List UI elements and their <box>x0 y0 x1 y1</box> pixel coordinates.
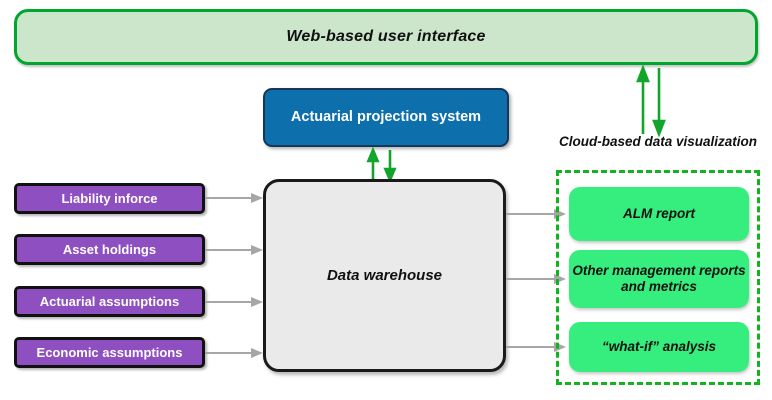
data-warehouse-label: Data warehouse <box>326 266 443 284</box>
input-box-liability-inforce[interactable]: Liability inforce <box>14 183 205 214</box>
output-label: ALM report <box>623 206 695 222</box>
input-box-actuarial-assumptions[interactable]: Actuarial assumptions <box>14 286 205 317</box>
input-box-economic-assumptions[interactable]: Economic assumptions <box>14 337 205 368</box>
actuarial-projection-system-box[interactable]: Actuarial projection system <box>263 88 509 147</box>
input-label: Actuarial assumptions <box>39 293 180 309</box>
actuarial-projection-system-label: Actuarial projection system <box>290 108 482 125</box>
web-based-user-interface-label: Web-based user interface <box>286 27 486 45</box>
output-label: “what-if” analysis <box>601 339 717 355</box>
output-label: Other management reports and metrics <box>572 263 746 294</box>
cloud-based-data-visualization-container <box>556 170 760 385</box>
input-to-warehouse-arrow-1 <box>205 193 263 203</box>
banner-cloud-bidirectional-arrow <box>636 64 666 138</box>
input-to-warehouse-arrow-3 <box>205 297 263 307</box>
input-label: Liability inforce <box>61 190 158 206</box>
data-warehouse-box[interactable]: Data warehouse <box>263 179 506 372</box>
input-box-asset-holdings[interactable]: Asset holdings <box>14 234 205 265</box>
output-box-alm-report[interactable]: ALM report <box>569 187 749 241</box>
output-box-what-if-analysis[interactable]: “what-if” analysis <box>569 322 749 372</box>
input-to-warehouse-arrow-4 <box>205 348 263 358</box>
cloud-based-data-visualization-label: Cloud-based data visualization <box>558 134 758 149</box>
projection-warehouse-bidirectional-arrow <box>366 146 397 184</box>
input-to-warehouse-arrow-2 <box>205 245 263 255</box>
input-label: Asset holdings <box>62 241 157 257</box>
web-based-user-interface-box[interactable]: Web-based user interface <box>14 9 758 65</box>
output-box-other-management-reports[interactable]: Other management reports and metrics <box>569 250 749 308</box>
input-label: Economic assumptions <box>36 344 183 360</box>
